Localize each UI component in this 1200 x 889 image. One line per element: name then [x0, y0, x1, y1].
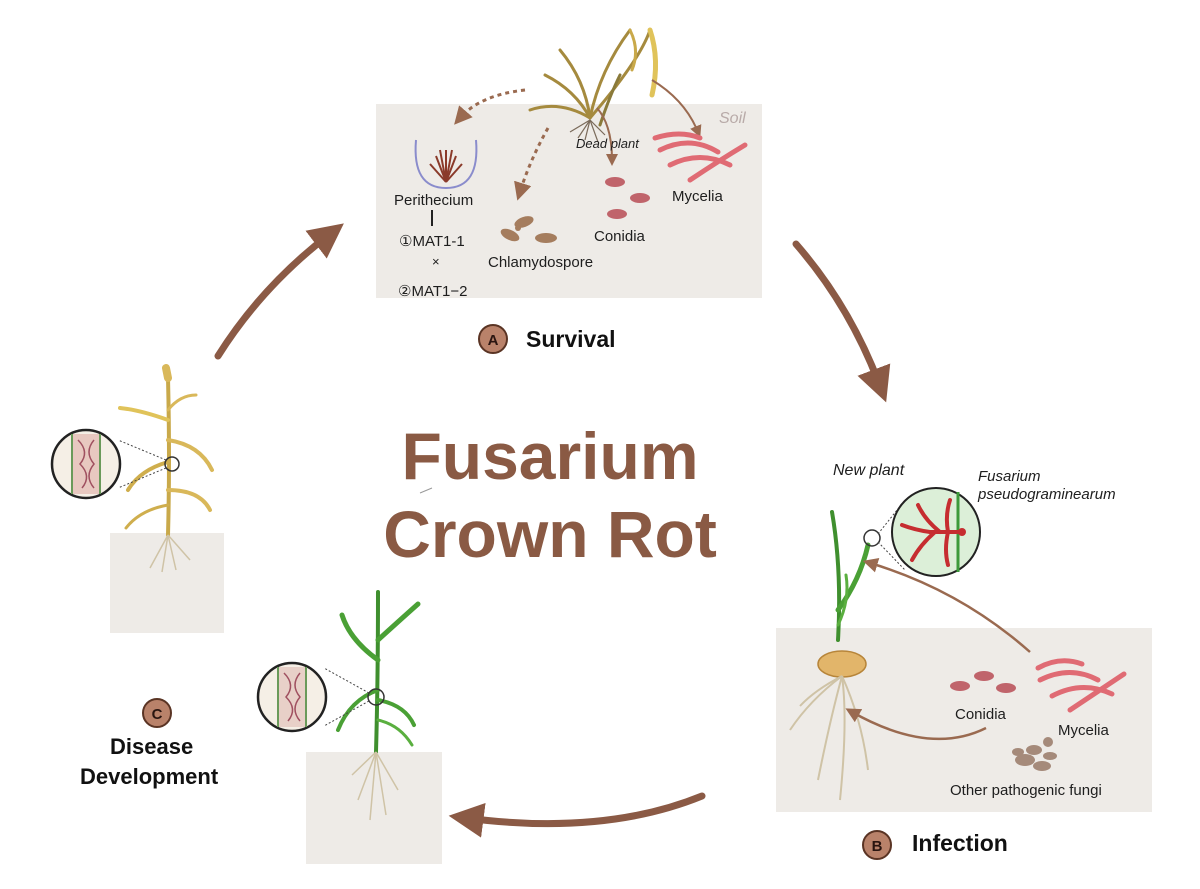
left-zoom-circle: [50, 428, 122, 500]
perithecium-icon: [414, 139, 478, 190]
cycle-arrow-c-to-a: [214, 223, 344, 360]
infection-mycelia-label: Mycelia: [1058, 722, 1109, 739]
cross-label: ×: [432, 254, 440, 269]
disease-stage-label-line2: Development: [80, 764, 219, 789]
seed: [817, 650, 867, 678]
mat1-label: ①MAT1-1: [399, 233, 465, 250]
dead-plant-roots: [569, 119, 606, 143]
arrow-to-mycelia: [651, 79, 702, 138]
diagram-title-line2: Crown Rot: [383, 497, 717, 571]
mat2-label: ②MAT1−2: [398, 283, 468, 300]
dead-plant-label: Dead plant: [576, 136, 639, 151]
soil-label: Soil: [719, 110, 746, 127]
center-zoom-circle: [256, 661, 328, 733]
infection-stage-label: Infection: [912, 830, 1008, 856]
infection-conidia-icon: [950, 671, 1016, 693]
cycle-arrow-a-to-b: [792, 240, 891, 403]
infection-badge: B: [862, 830, 892, 860]
pathogen-label-line1: Fusarium: [978, 468, 1041, 485]
center-site-marker: [367, 688, 385, 706]
mature-plant-roots: [149, 534, 191, 573]
young-plant: [336, 590, 421, 754]
chlamydospore-label: Chlamydospore: [488, 254, 594, 271]
new-plant-label: New plant: [833, 462, 905, 479]
survival-mycelia-label: Mycelia: [672, 188, 723, 205]
new-plant: [830, 510, 871, 642]
arrow-to-conidia: [596, 107, 618, 166]
left-site-marker: [164, 456, 180, 472]
infection-site-marker: [863, 529, 881, 547]
pathogen-label-line2: pseudograminearum: [978, 486, 1116, 503]
survival-conidia-label: Conidia: [594, 228, 645, 245]
survival-mycelia-icon: [652, 131, 748, 183]
survival-badge: A: [478, 324, 508, 354]
infection-mycelia-icon: [1035, 658, 1127, 713]
diagram-title-line1: Fusarium: [401, 419, 699, 493]
dead-plant: [528, 27, 659, 127]
mature-plant: [118, 364, 214, 537]
chlamydospore-icon: [500, 216, 557, 243]
infection-conidia-label: Conidia: [955, 706, 1006, 723]
cycle-arrow-b-to-c: [448, 792, 706, 838]
other-fungi-icon: [1012, 737, 1057, 771]
infection-zoom-circle: [891, 487, 981, 577]
survival-conidia-icon: [605, 177, 650, 219]
disease-soil-box-left: [110, 533, 224, 633]
arrow-conidia-to-seed: [845, 708, 987, 741]
arrow-to-chlamydospore: [514, 127, 550, 201]
survival-stage-label: Survival: [526, 326, 616, 352]
perithecium-label: Perithecium: [394, 192, 474, 209]
young-plant-roots: [351, 751, 399, 821]
disease-stage-label-line1: Disease: [110, 734, 194, 759]
arrow-to-perithecium: [454, 88, 526, 125]
other-fungi-label: Other pathogenic fungi: [950, 782, 1102, 799]
arrow-mycelia-to-plant: [862, 557, 1031, 653]
disease-badge: C: [142, 698, 172, 728]
